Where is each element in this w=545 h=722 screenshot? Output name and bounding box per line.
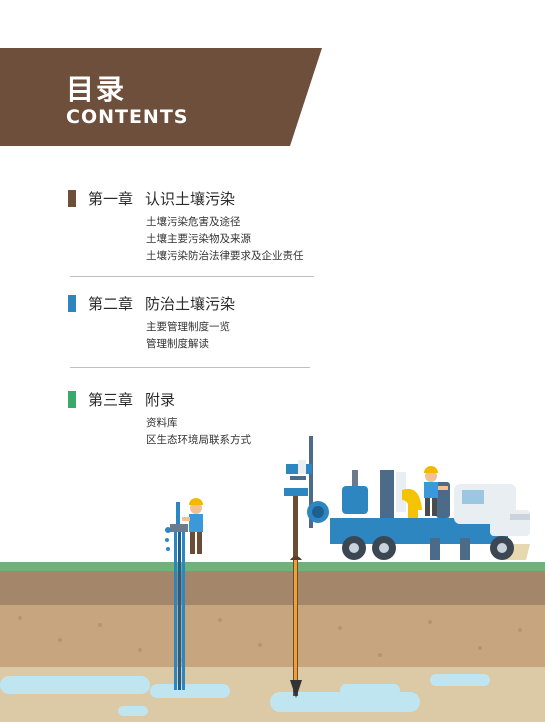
toc-item[interactable]: 土壤污染危害及途径 [146,216,241,228]
chapter-2[interactable]: 第二章 防治土壤污染 主要管理制度一览 管理制度解读 [68,293,235,353]
page-title: 目录 [66,73,127,106]
chapter-1-number: 第一章 [88,189,134,208]
toc-item[interactable]: 资料库 [146,417,178,429]
chapter-3-marker [68,390,76,408]
chapter-1-title: 认识土壤污染 [145,189,236,208]
toc-item[interactable]: 区生态环境局联系方式 [146,434,251,446]
chapter-3-title: 附录 [145,390,176,409]
divider [70,276,314,277]
chapter-2-marker [68,294,76,312]
header-banner [0,48,322,146]
chapter-1-marker [68,189,76,207]
divider [70,367,310,368]
chapter-2-number: 第二章 [88,294,134,313]
chapter-1[interactable]: 第一章 认识土壤污染 土壤污染危害及途径 土壤主要污染物及来源 土壤污染防治法律… [68,188,304,265]
chapter-2-title: 防治土壤污染 [145,294,236,313]
toc-item[interactable]: 土壤主要污染物及来源 [146,233,251,245]
chapter-3[interactable]: 第三章 附录 资料库 区生态环境局联系方式 [68,389,251,449]
toc-item[interactable]: 主要管理制度一览 [146,321,230,333]
soil-drilling-illustration [0,436,545,722]
chapter-3-number: 第三章 [88,390,134,409]
toc-item[interactable]: 管理制度解读 [146,338,209,350]
toc-item[interactable]: 土壤污染防治法律要求及企业责任 [146,250,304,262]
page-subtitle: CONTENTS [66,106,189,128]
